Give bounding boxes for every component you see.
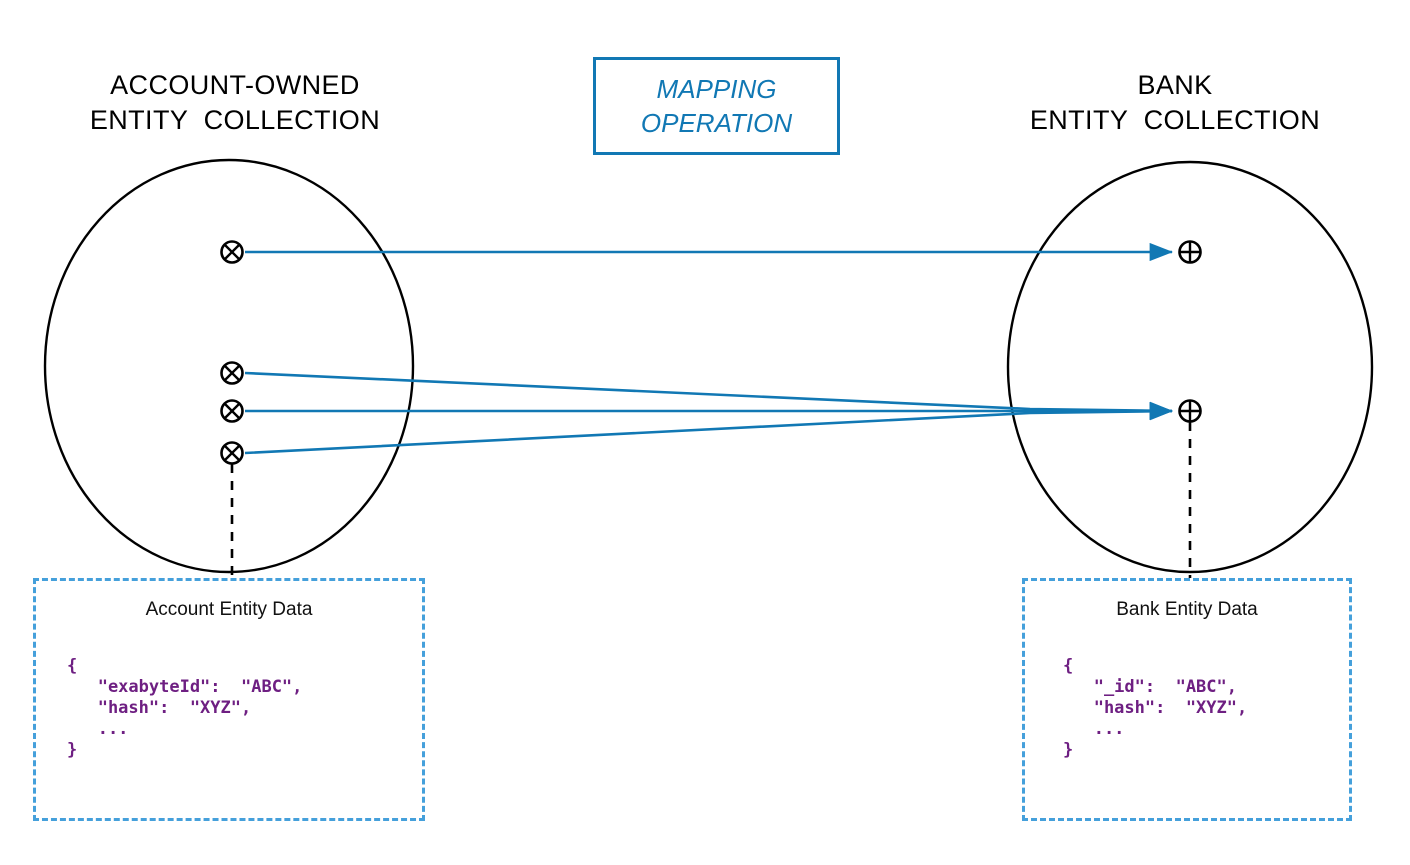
bank-entity-json: { "_id": "ABC", "hash": "XYZ", ... }: [1063, 656, 1248, 760]
mapping-arrow-2: [244, 371, 1174, 420]
source-node-circle-times-icon: [220, 441, 244, 465]
mapping-operation-box: MAPPING OPERATION: [593, 57, 840, 155]
bank-entity-data-title: Bank Entity Data: [1116, 599, 1258, 620]
left-collection-title: ACCOUNT-OWNED ENTITY COLLECTION: [89, 70, 381, 135]
left-collection-ellipse: [43, 158, 415, 574]
mapping-operation-label: MAPPING OPERATION: [640, 74, 793, 138]
source-node-circle-times-icon: [220, 240, 244, 264]
source-node-circle-times-icon: [220, 399, 244, 423]
source-node-circle-times-icon: [220, 361, 244, 385]
mapping-arrow-4: [244, 402, 1174, 455]
account-entity-data-box: Account Entity Data { "exabyteId": "ABC"…: [33, 578, 425, 821]
right-collection-ellipse: [1006, 160, 1374, 574]
account-entity-data-title: Account Entity Data: [145, 599, 313, 620]
target-node-circle-plus-icon: [1178, 240, 1202, 264]
account-entity-json: { "exabyteId": "ABC", "hash": "XYZ", ...…: [67, 656, 303, 760]
right-collection-title: BANK ENTITY COLLECTION: [1029, 70, 1321, 135]
target-node-circle-plus-icon: [1178, 399, 1202, 423]
bank-entity-data-box: Bank Entity Data { "_id": "ABC", "hash":…: [1022, 578, 1352, 821]
